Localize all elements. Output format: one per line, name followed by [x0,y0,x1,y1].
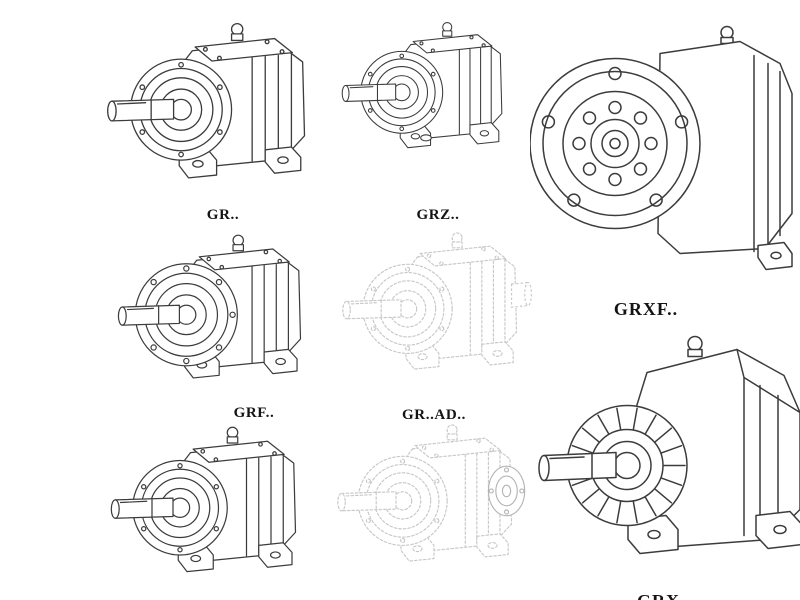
grx-gearbox-drawing [532,316,800,589]
gearbox-figure-gram: GR..AM.. [330,420,528,600]
grx-label: GRX.. [637,589,691,600]
grff-gearbox-drawing [92,422,324,597]
gearbox-figure-gr: GR.. [95,18,327,224]
grf-label: GRF.. [233,405,275,421]
gram-gearbox-drawing [330,420,526,597]
grf-gearbox-drawing [98,230,330,403]
gearbox-figure-grad: GR..AD.. [335,228,533,424]
grad-gearbox-drawing [335,228,532,405]
gearbox-figure-grf: GRF.. [98,230,330,422]
gr-label: GR.. [206,207,240,223]
gearbox-figure-grx: GRX.. [532,316,800,600]
grz-label: GRZ.. [416,207,460,223]
grxf-gearbox-drawing [530,20,800,297]
grad-label: GR..AD.. [402,407,466,423]
gr-gearbox-drawing [95,18,327,205]
grz-gearbox-drawing [335,18,517,205]
gearbox-figure-grff: GR..F [92,422,324,600]
gearbox-figure-grz: GRZ.. [335,18,517,224]
grxf-label: GRXF.. [613,299,679,319]
gearbox-figure-grxf: GRXF.. [530,20,800,320]
